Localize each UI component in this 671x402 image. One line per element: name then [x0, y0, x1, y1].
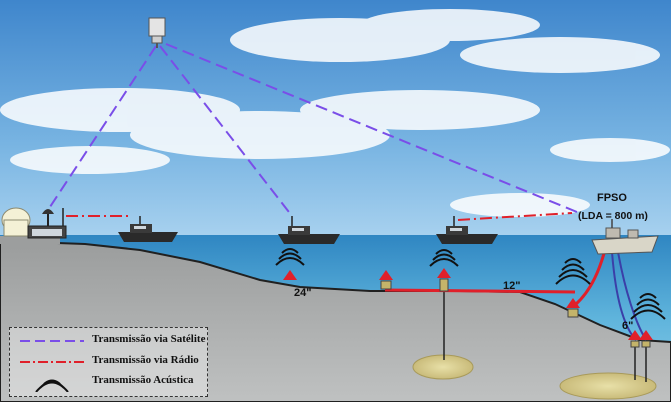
legend-acoustic: Transmissão Acústica [18, 372, 203, 392]
storage-tank-icon [1, 207, 31, 237]
lda-label: (LDA = 800 m) [578, 210, 648, 222]
radio-dashdot-icon [20, 361, 84, 363]
coast-land [0, 236, 60, 244]
fpso-vessel-icon [591, 219, 659, 255]
pipe-24-label: 24" [294, 287, 312, 299]
legend-satellite-label: Transmissão via Satélite [92, 333, 206, 345]
oil-reservoir [559, 372, 657, 400]
boat-icon [118, 216, 178, 242]
satellite-dash-icon [20, 340, 84, 342]
subsea-marker [379, 270, 393, 290]
subsea-marker [283, 270, 297, 280]
pipe-6-label: 6" [622, 320, 634, 332]
radio-links [66, 212, 573, 221]
pipe-12-label: 12" [503, 280, 521, 292]
fpso-label: FPSO [597, 192, 627, 204]
subsea-marker [566, 298, 580, 318]
legend-radio-label: Transmissão via Rádio [92, 354, 199, 366]
riser [617, 251, 647, 341]
boat-icon [436, 216, 498, 244]
legend-satellite: Transmissão via Satélite [18, 331, 206, 351]
legend: Transmissão via Satélite Transmissão via… [9, 327, 208, 397]
subsea-marker [628, 330, 653, 348]
oil-reservoir [412, 354, 474, 380]
acoustic-waves [429, 249, 459, 267]
acoustic-waves [555, 258, 591, 285]
satellite-icon [148, 17, 166, 48]
satellite-links [47, 43, 578, 217]
pipeline [384, 288, 576, 294]
acoustic-waves [630, 293, 666, 320]
riser [573, 249, 607, 307]
acoustic-wave-icon [35, 379, 69, 392]
boat-icon [278, 216, 340, 244]
ground-station-icon [27, 208, 67, 239]
legend-acoustic-label: Transmissão Acústica [92, 374, 194, 386]
legend-radio: Transmissão via Rádio [18, 352, 203, 372]
acoustic-waves [275, 248, 305, 266]
clouds [0, 9, 670, 217]
subsea-marker [437, 268, 451, 292]
